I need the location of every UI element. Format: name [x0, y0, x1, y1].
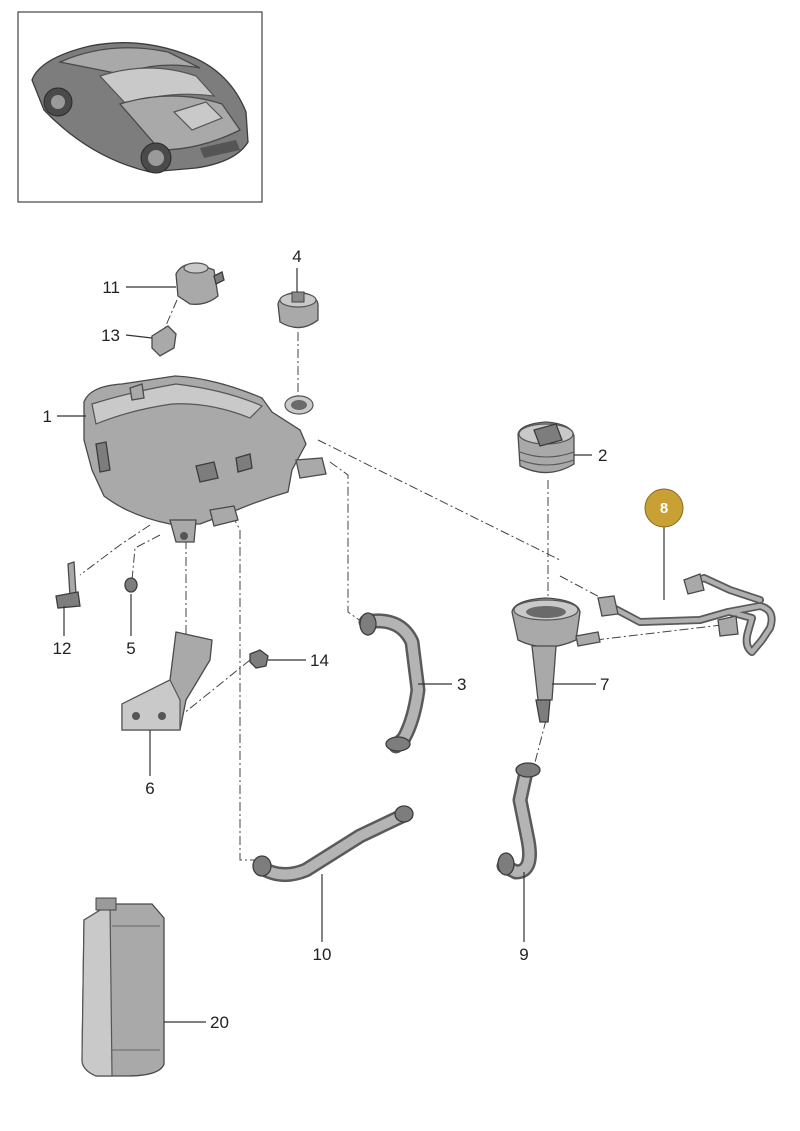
callout-6[interactable]: 6 — [145, 779, 154, 798]
connection-lines — [79, 299, 723, 861]
callout-8: 8 — [660, 500, 668, 517]
callout-1[interactable]: 1 — [43, 407, 52, 426]
leader-lines — [57, 268, 665, 1023]
part-10-hose — [252, 805, 414, 882]
part-2-filler-cap — [517, 421, 575, 474]
part-4-cap — [277, 291, 319, 329]
part-12-clip — [55, 561, 81, 609]
callout-8-badge[interactable]: 8 — [644, 488, 684, 528]
part-5-grommet — [124, 577, 138, 593]
part-7-filler-neck — [511, 597, 601, 723]
part-11-sensor — [175, 262, 225, 305]
callout-9[interactable]: 9 — [519, 945, 528, 964]
part-3-hose — [358, 612, 426, 754]
car-illustration — [31, 42, 249, 174]
part-9-hose — [496, 762, 541, 880]
highlight-badge — [644, 488, 684, 528]
vehicle-thumbnail — [17, 11, 263, 203]
callout-14[interactable]: 14 — [310, 651, 329, 670]
callout-11[interactable]: 11 — [102, 278, 120, 297]
part-20-coolant-bottle — [81, 897, 165, 1077]
callout-labels: 11 13 4 1 2 3 7 14 5 12 6 10 9 20 — [43, 247, 610, 1032]
callout-7[interactable]: 7 — [600, 675, 609, 694]
callout-2[interactable]: 2 — [598, 446, 607, 465]
part-6-bracket — [121, 631, 213, 731]
callout-10[interactable]: 10 — [313, 945, 332, 964]
callout-4[interactable]: 4 — [292, 247, 301, 266]
callout-5[interactable]: 5 — [126, 639, 135, 658]
part-1-expansion-tank — [83, 375, 327, 543]
callout-20[interactable]: 20 — [210, 1013, 229, 1032]
callout-12[interactable]: 12 — [53, 639, 72, 658]
part-13-connector — [151, 325, 177, 357]
part-14-nut — [249, 649, 269, 669]
callout-13[interactable]: 13 — [101, 326, 120, 345]
part-8-vent-line — [597, 573, 776, 656]
callout-3[interactable]: 3 — [457, 675, 466, 694]
